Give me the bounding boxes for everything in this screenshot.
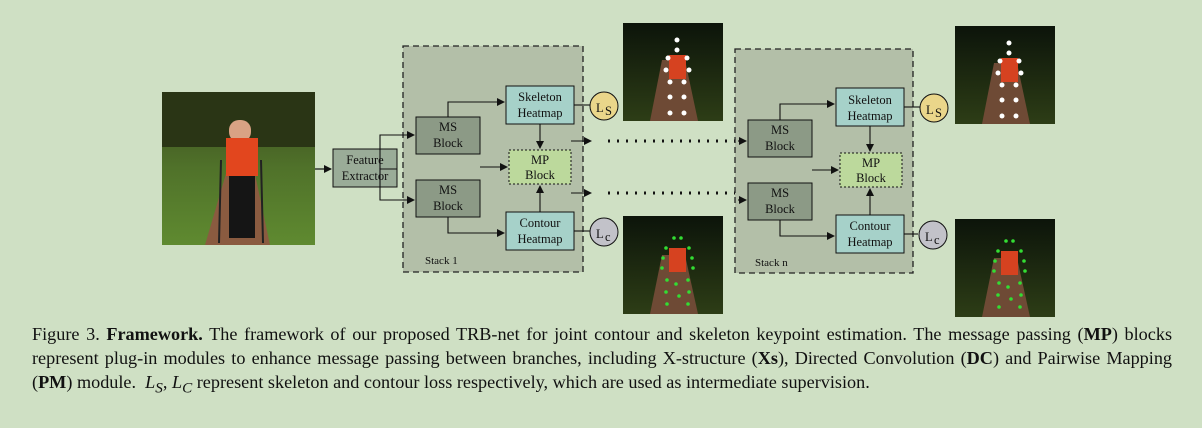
svg-text:c: c (605, 230, 611, 244)
svg-text:MS: MS (771, 186, 789, 200)
feature-extractor-label-1: Feature (346, 153, 384, 167)
caption-title: Framework. (106, 324, 203, 344)
ms-block-top-n (747, 119, 813, 158)
svg-text:Block: Block (765, 202, 796, 216)
feature-extractor-label-2: Extractor (342, 169, 389, 183)
ms-block-bottom-n (747, 182, 813, 221)
figure-caption: Figure 3. Framework. The framework of ou… (32, 324, 1173, 397)
svg-text:L: L (925, 230, 933, 244)
svg-text:c: c (934, 233, 940, 247)
stack-1-label: Stack 1 (425, 255, 458, 267)
mp-block-n (839, 152, 903, 188)
svg-text:MS: MS (439, 183, 457, 197)
svg-text:L: L (596, 101, 604, 115)
svg-text:Heatmap: Heatmap (847, 235, 892, 249)
svg-text:Contour: Contour (850, 219, 892, 233)
skeleton-output-image-1 (623, 23, 723, 121)
svg-text:Block: Block (433, 136, 464, 150)
caption-label: Figure 3. (32, 324, 100, 344)
loss-contour-1: L c (589, 217, 619, 247)
svg-text:L: L (926, 103, 934, 117)
stack-n-label: Stack n (755, 257, 788, 269)
stack-n: Stack n MS Block MS Block Skeleton Heatm… (734, 48, 920, 274)
contour-heatmap-n (835, 214, 905, 254)
contour-output-image-1 (623, 216, 723, 314)
svg-text:Block: Block (856, 171, 887, 185)
svg-text:MP: MP (862, 156, 880, 170)
svg-text:Skeleton: Skeleton (518, 90, 562, 104)
svg-text:MP: MP (531, 153, 549, 167)
svg-text:Block: Block (433, 199, 464, 213)
stack-1: Stack 1 MS Block MS Block Skeleton Heatm… (379, 45, 592, 273)
svg-text:Block: Block (765, 139, 796, 153)
loss-skeleton-n: L S (919, 93, 949, 123)
svg-text:S: S (935, 106, 942, 120)
svg-text:Heatmap: Heatmap (847, 109, 892, 123)
skeleton-output-image-n (955, 26, 1055, 124)
loss-skeleton-1: L S (589, 91, 619, 121)
svg-text:MS: MS (439, 120, 457, 134)
feature-extractor-node: Feature Extractor (332, 148, 398, 188)
loss-contour-n: L c (918, 220, 948, 250)
framework-diagram: Feature Extractor Stack 1 MS Block MS Bl… (162, 23, 1055, 317)
svg-text:Heatmap: Heatmap (517, 232, 562, 246)
ms-block-top-1 (415, 116, 481, 155)
skeleton-heatmap-1 (505, 85, 575, 125)
svg-text:Block: Block (525, 168, 556, 182)
svg-text:Skeleton: Skeleton (848, 93, 892, 107)
svg-text:S: S (605, 104, 612, 118)
contour-output-image-n (955, 219, 1055, 317)
contour-heatmap-1 (505, 211, 575, 251)
svg-text:MS: MS (771, 123, 789, 137)
svg-text:Heatmap: Heatmap (517, 106, 562, 120)
input-photo (162, 92, 315, 245)
svg-text:Contour: Contour (520, 216, 562, 230)
mp-block-1 (508, 149, 572, 185)
svg-text:L: L (596, 227, 604, 241)
